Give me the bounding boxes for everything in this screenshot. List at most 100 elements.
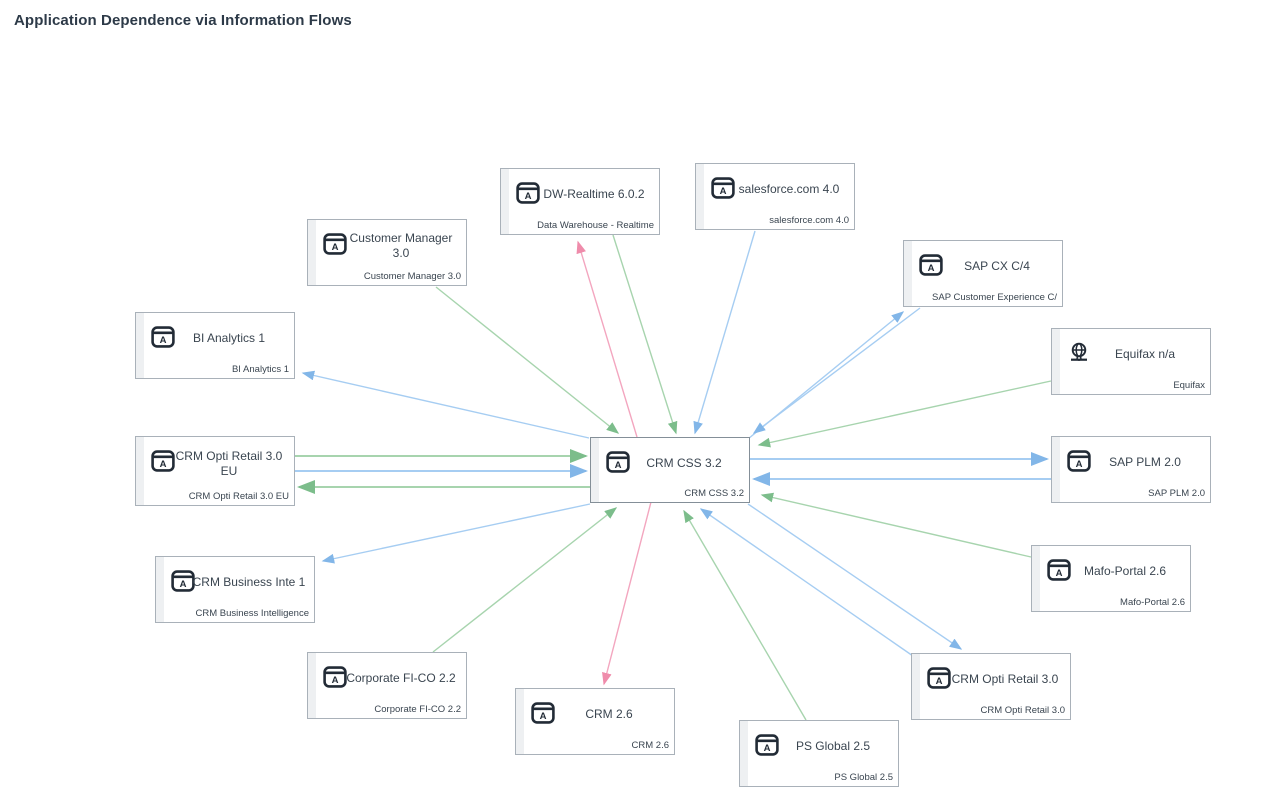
application-icon: A [151,450,175,472]
flow-edge-dw-realtime-to-crm-css[interactable] [612,234,678,435]
svg-text:A: A [1056,568,1063,579]
node-accent-strip [308,220,316,285]
flow-edge-ps-global-to-crm-css[interactable] [683,509,807,721]
node-subtitle: Corporate FI-CO 2.2 [374,704,461,715]
node-subtitle: PS Global 2.5 [834,772,893,783]
application-icon: A [151,326,175,348]
flow-edge-crm-css-to-crm-business[interactable] [321,503,591,564]
svg-text:A: A [936,676,943,687]
node-subtitle: CRM Opti Retail 3.0 EU [188,491,289,502]
node-title: salesforce.com 4.0 [738,182,840,196]
node-accent-strip [1052,329,1060,394]
node-title: BI Analytics 1 [192,331,266,345]
svg-text:A: A [332,675,339,686]
flow-edge-sap-cx-to-crm-css[interactable] [752,307,921,434]
node-subtitle: CRM CSS 3.2 [684,488,744,499]
flow-edge-equifax-to-crm-css[interactable] [757,380,1052,448]
app-node-dw-realtime[interactable]: A DW-Realtime 6.0.2 Data Warehouse - Rea… [500,168,660,235]
svg-text:A: A [615,460,622,471]
flow-edge-crm-css-to-dw-realtime[interactable] [576,240,638,438]
application-icon: A [711,177,735,199]
app-node-crm-business[interactable]: A CRM Business Inte 1 CRM Business Intel… [155,556,315,623]
application-icon: A [531,702,555,724]
node-title: CRM 2.6 [585,707,633,721]
node-accent-strip [136,313,144,378]
application-icon: A [516,182,540,204]
flow-edge-salesforce-to-crm-css[interactable] [693,230,756,435]
app-node-sap-plm[interactable]: A SAP PLM 2.0 SAP PLM 2.0 [1051,436,1211,503]
node-subtitle: Customer Manager 3.0 [363,271,461,282]
node-subtitle: Data Warehouse - Realtime [537,220,654,231]
application-icon: A [606,451,630,473]
app-node-mafo-portal[interactable]: A Mafo-Portal 2.6 Mafo-Portal 2.6 [1031,545,1191,612]
node-accent-strip [1052,437,1060,502]
node-title: CRM Opti Retail 3.0 [951,672,1059,686]
svg-text:A: A [928,263,935,274]
svg-text:A: A [764,743,771,754]
node-subtitle: BI Analytics 1 [231,364,289,375]
flow-edge-crm-css-to-crm-opti-retail[interactable] [747,503,963,650]
node-title: Corporate FI-CO 2.2 [346,671,456,685]
app-node-bi-analytics[interactable]: A BI Analytics 1 BI Analytics 1 [135,312,295,379]
flow-edge-crm-opti-retail-to-crm-css[interactable] [699,508,914,657]
app-node-crm-css[interactable]: A CRM CSS 3.2 CRM CSS 3.2 [590,437,750,503]
node-accent-strip [904,241,912,306]
node-title: CRM Opti Retail 3.0 EU [175,449,283,478]
node-title: SAP CX C/4 [964,259,1030,273]
node-subtitle: CRM 2.6 [631,740,669,751]
app-node-crm26[interactable]: A CRM 2.6 CRM 2.6 [515,688,675,755]
node-accent-strip [308,653,316,718]
svg-text:A: A [525,191,532,202]
svg-text:A: A [540,711,547,722]
node-title: CRM CSS 3.2 [646,455,722,470]
globe-icon [1067,342,1091,364]
flow-edge-crm-css-to-sap-cx[interactable] [747,311,905,440]
app-node-crm-opti-eu[interactable]: A CRM Opti Retail 3.0 EU CRM Opti Retail… [135,436,295,506]
flow-edge-corporate-fico-to-crm-css[interactable] [432,507,618,653]
node-subtitle: salesforce.com 4.0 [769,215,849,226]
node-title: Customer Manager 3.0 [349,230,453,260]
flow-edge-customer-manager-to-crm-css[interactable] [435,286,620,434]
application-icon: A [323,666,347,688]
app-node-sap-cx[interactable]: A SAP CX C/4 SAP Customer Experience C/ [903,240,1063,307]
application-icon: A [171,570,195,592]
node-accent-strip [1032,546,1040,611]
node-subtitle: SAP PLM 2.0 [1148,488,1205,499]
app-node-customer-manager[interactable]: A Customer Manager 3.0 Customer Manager … [307,219,467,286]
flow-edge-crm-css-to-crm26[interactable] [602,501,652,686]
app-node-ps-global[interactable]: A PS Global 2.5 PS Global 2.5 [739,720,899,787]
node-accent-strip [156,557,164,622]
svg-text:A: A [160,335,167,346]
svg-text:A: A [332,242,339,253]
application-icon: A [323,233,347,255]
app-node-equifax[interactable]: Equifax n/a Equifax [1051,328,1211,395]
application-icon: A [1067,450,1091,472]
node-title: DW-Realtime 6.0.2 [543,187,645,201]
app-node-corporate-fico[interactable]: A Corporate FI-CO 2.2 Corporate FI-CO 2.… [307,652,467,719]
application-icon: A [1047,559,1071,581]
node-title: Mafo-Portal 2.6 [1083,564,1167,578]
node-title: PS Global 2.5 [795,739,871,753]
svg-text:A: A [160,459,167,470]
application-icon: A [927,667,951,689]
page-title: Application Dependence via Information F… [14,12,352,29]
node-title: CRM Business Inte 1 [192,575,306,589]
node-title: Equifax n/a [1114,347,1176,361]
node-subtitle: CRM Opti Retail 3.0 [980,705,1065,716]
svg-text:A: A [720,186,727,197]
node-subtitle: Equifax [1173,380,1205,391]
flow-edge-crm-css-to-bi-analytics[interactable] [301,370,590,439]
app-node-crm-opti-retail[interactable]: A CRM Opti Retail 3.0 CRM Opti Retail 3.… [911,653,1071,720]
flow-edge-mafo-portal-to-crm-css[interactable] [760,492,1032,558]
node-accent-strip [501,169,509,234]
node-accent-strip [591,438,599,502]
application-icon: A [919,254,943,276]
app-node-salesforce[interactable]: A salesforce.com 4.0 salesforce.com 4.0 [695,163,855,230]
node-accent-strip [136,437,144,505]
node-accent-strip [696,164,704,229]
node-accent-strip [516,689,524,754]
node-subtitle: CRM Business Intelligence [195,608,309,619]
node-subtitle: SAP Customer Experience C/ [932,292,1057,303]
